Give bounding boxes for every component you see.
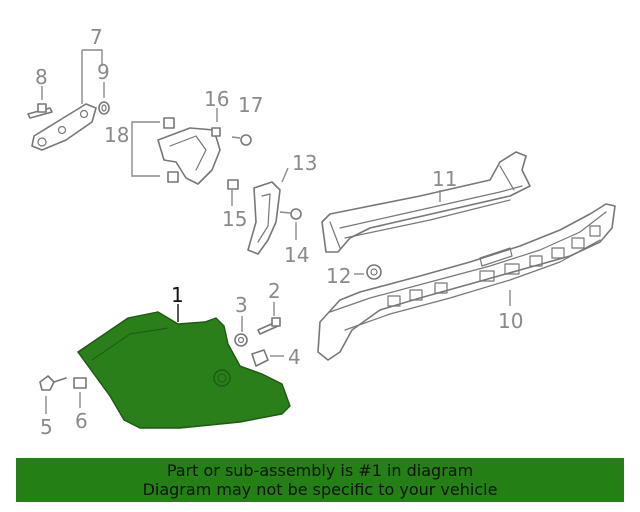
callout-16: 16 (204, 87, 229, 111)
callout-17: 17 (238, 93, 263, 117)
part-16-side-bracket (157, 127, 221, 185)
callout-4: 4 (288, 345, 301, 369)
part-9-washer (98, 101, 110, 115)
part-18-clips (163, 117, 179, 183)
banner-line-2: Diagram may not be specific to your vehi… (142, 480, 498, 499)
part-17-screw (231, 134, 252, 146)
part-1-bumper-cover (77, 311, 291, 429)
part-5-bolt (39, 375, 67, 391)
part-15-clip (227, 179, 239, 190)
callout-8: 8 (35, 65, 48, 89)
part-11-reinforcement-beam (321, 151, 531, 253)
part-12-nut (366, 264, 382, 280)
callout-14: 14 (284, 243, 309, 267)
callout-11: 11 (432, 167, 457, 191)
parts-diagram: 1 2 3 4 5 6 7 8 9 10 11 12 13 14 15 16 1… (27, 25, 616, 439)
callout-10: 10 (498, 309, 523, 333)
callout-5: 5 (40, 415, 53, 439)
info-banner: Part or sub-assembly is #1 in diagram Di… (16, 458, 624, 502)
callout-3: 3 (235, 293, 248, 317)
callout-6: 6 (75, 409, 88, 433)
part-3-washer (234, 333, 248, 347)
part-4-clip (251, 349, 269, 367)
callout-9: 9 (97, 60, 110, 84)
part-7-bracket (31, 103, 97, 151)
part-10-bumper-support (317, 203, 616, 361)
part-13-bracket (247, 181, 281, 255)
banner-line-1: Part or sub-assembly is #1 in diagram (166, 461, 474, 480)
callout-12: 12 (326, 264, 351, 288)
part-8-bolt (27, 103, 53, 119)
callout-13: 13 (292, 151, 317, 175)
callout-1: 1 (171, 283, 184, 307)
callout-2: 2 (268, 279, 281, 303)
part-2-screw (257, 317, 281, 335)
part-14-bolt (279, 208, 302, 220)
part-6-clip (73, 377, 87, 389)
callouts: 1 2 3 4 5 6 7 8 9 10 11 12 13 14 15 16 1… (35, 25, 523, 439)
leader-lines (41, 49, 511, 414)
callout-7: 7 (90, 25, 103, 49)
callout-15: 15 (222, 207, 247, 231)
callout-18: 18 (104, 123, 129, 147)
